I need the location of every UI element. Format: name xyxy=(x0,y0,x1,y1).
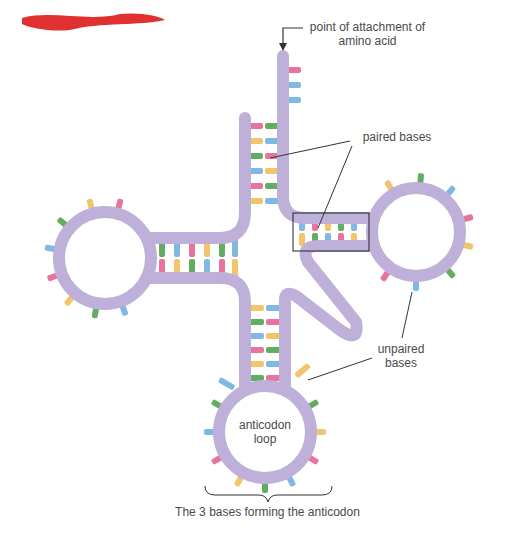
backbone-strand xyxy=(283,56,372,218)
base xyxy=(218,377,236,391)
callout-label: unpaired bases xyxy=(366,342,436,370)
leader-line xyxy=(318,146,352,228)
backbone-strand xyxy=(285,246,372,386)
stem-box xyxy=(293,213,369,251)
redaction-mark xyxy=(22,13,165,30)
callout-label: The 3 bases forming the anticodon xyxy=(140,505,395,519)
loop-label: anticodon loop xyxy=(226,418,304,446)
pointer-arrow xyxy=(283,28,303,44)
backbone-strand xyxy=(148,278,245,386)
d-loop xyxy=(59,212,151,304)
base xyxy=(294,363,311,379)
callout-label: paired bases xyxy=(352,130,442,144)
bases xyxy=(44,56,473,493)
brace xyxy=(205,486,332,502)
callout-label: point of attachment of amino acid xyxy=(300,20,435,48)
t-loop xyxy=(372,188,460,276)
anticodon-loop-circle xyxy=(219,386,311,478)
backbone xyxy=(59,56,460,478)
leader-line xyxy=(308,358,372,380)
leader-line xyxy=(270,141,350,158)
backbone-strand xyxy=(148,118,245,238)
leader-line xyxy=(402,292,412,338)
loop-label-node: anticodon loop xyxy=(226,402,304,462)
arrow-head xyxy=(279,43,287,51)
